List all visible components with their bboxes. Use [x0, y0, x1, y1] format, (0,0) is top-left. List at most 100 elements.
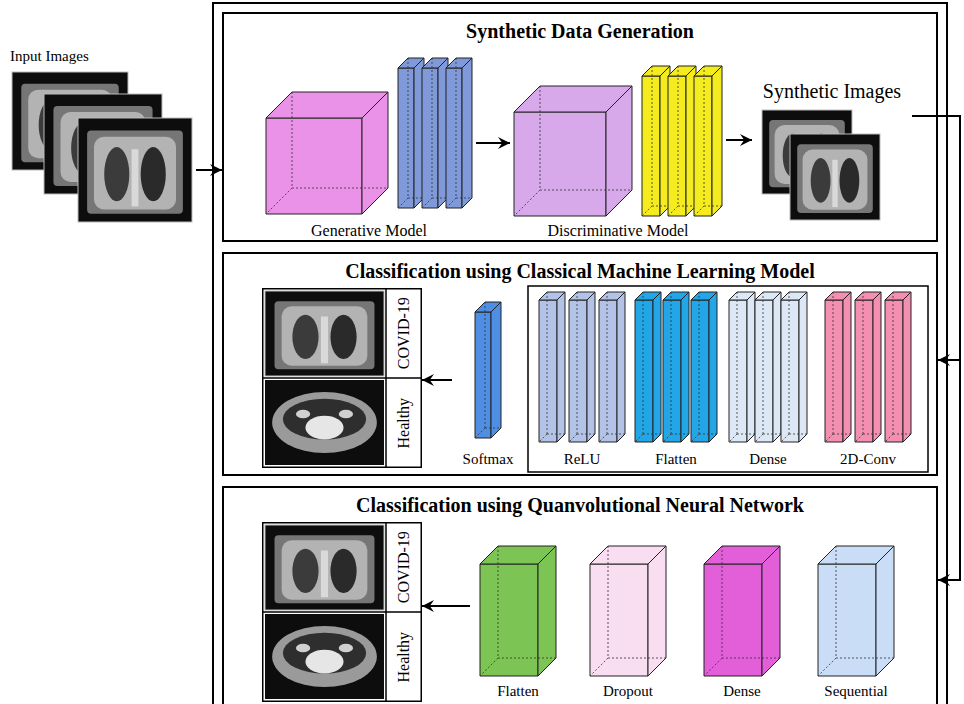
hidden-edge: [763, 292, 764, 434]
stack-label: Synthetic Images: [763, 80, 901, 103]
hidden-edge: [704, 658, 722, 676]
scan-body: [94, 137, 176, 210]
hidden-edge: [863, 292, 864, 434]
scan-spine: [832, 160, 837, 207]
node-figure: [470, 544, 566, 700]
hidden-edge: [569, 434, 577, 442]
hidden-edge: [789, 434, 807, 435]
scan-body: [272, 626, 377, 687]
hidden-edge: [599, 434, 607, 442]
hidden-edge: [456, 58, 457, 198]
figure-group: [818, 546, 894, 676]
hidden-edge: [547, 292, 548, 434]
hidden-edge: [292, 92, 293, 188]
cube-face: [781, 300, 799, 442]
result-images: COVID-19Healthy: [262, 288, 422, 468]
node-figure: [510, 64, 726, 240]
class-label: COVID-19: [395, 531, 413, 603]
hidden-edge: [642, 206, 652, 216]
scan-frame: [265, 525, 384, 610]
scan-spine: [321, 317, 328, 364]
hidden-edge: [485, 428, 501, 429]
class-label: Healthy: [395, 632, 413, 683]
hidden-edge: [498, 546, 499, 658]
hidden-edge: [722, 658, 780, 659]
layer-label: Dense: [749, 451, 787, 468]
cube-face: [422, 68, 438, 208]
model-label: Generative Model: [311, 222, 427, 240]
figure-group: [704, 546, 780, 676]
scan-body: [272, 392, 377, 453]
figure-group: [762, 110, 880, 220]
layer-group-frame: [528, 286, 928, 472]
figure-group: [514, 66, 722, 216]
hidden-edge: [699, 292, 700, 434]
scan-frame: [265, 614, 384, 699]
cube-face: [587, 292, 595, 442]
result-images: COVID-19Healthy: [262, 522, 422, 702]
hidden-edge: [432, 58, 433, 198]
hidden-edge: [266, 188, 292, 214]
hidden-edge: [590, 658, 608, 676]
cube-face: [480, 564, 538, 676]
figure-group: [480, 546, 556, 676]
scan-lung: [104, 147, 129, 201]
scan-spine: [321, 551, 328, 598]
cube-face: [709, 292, 717, 442]
layer-block: Sequential: [806, 544, 906, 700]
hidden-edge: [789, 292, 790, 434]
hidden-edge: [643, 292, 644, 434]
class-label: COVID-19: [395, 297, 413, 369]
scan-detail: [296, 644, 310, 653]
class-label: Healthy: [395, 398, 413, 449]
cube-face: [825, 300, 843, 442]
cube-face: [446, 68, 462, 208]
hidden-edge: [398, 198, 408, 208]
flow-arrow: [422, 605, 470, 607]
cube-face: [648, 546, 666, 676]
cube-face: [903, 292, 911, 442]
hidden-edge: [755, 434, 763, 442]
scan-body: [282, 540, 368, 600]
node-figure: [818, 290, 918, 468]
flow-arrow: [476, 142, 510, 144]
node-figure: [8, 48, 196, 224]
scan-lung: [840, 158, 860, 203]
hidden-edge: [422, 198, 432, 208]
scan-lung: [330, 315, 356, 359]
layer-block: Dense: [694, 544, 790, 700]
node-figure: [452, 294, 524, 468]
outer-frame: [213, 3, 947, 704]
scan-detail: [339, 644, 353, 653]
hidden-edge: [699, 434, 717, 435]
hidden-edge: [704, 66, 705, 206]
figure-group: [590, 546, 666, 676]
hidden-edge: [480, 658, 498, 676]
image-divider: [262, 377, 422, 379]
scan-heart: [305, 416, 343, 440]
hidden-edge: [475, 428, 485, 438]
hidden-edge: [722, 546, 723, 658]
cube-face: [653, 292, 661, 442]
scan-lung: [283, 633, 366, 674]
figure-group: [266, 58, 472, 214]
cube-face: [266, 118, 362, 214]
layer-label: Dropout: [603, 683, 653, 700]
hidden-edge: [833, 434, 851, 435]
cube-face: [729, 300, 747, 442]
scan-lung: [283, 399, 366, 440]
flow-arrow: [422, 379, 452, 381]
hidden-edge: [671, 292, 672, 434]
node-figure: [262, 56, 476, 240]
scan-body: [87, 130, 183, 213]
layer-stack: 2D-Conv: [818, 290, 918, 468]
scan-frame: [265, 380, 384, 465]
stack-label: Input Images: [10, 48, 89, 65]
figure-group: [475, 302, 501, 438]
cube-face: [704, 564, 762, 676]
cube-face: [606, 86, 632, 216]
hidden-edge: [893, 434, 911, 435]
hidden-edge: [729, 434, 737, 442]
flow-arrow: [912, 116, 960, 580]
